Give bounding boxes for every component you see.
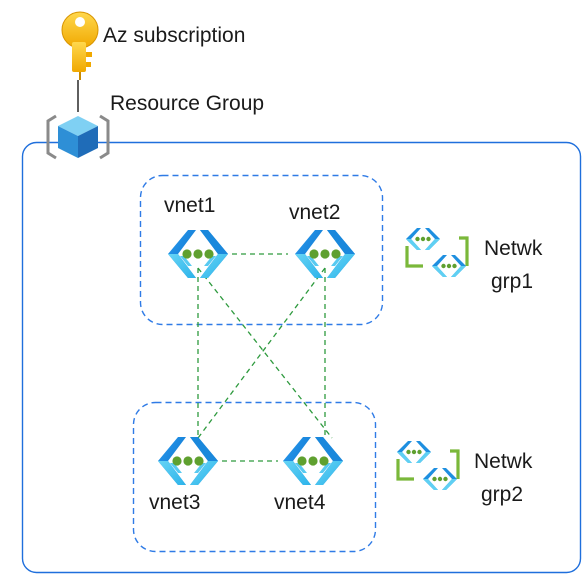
vnet1-label: vnet1	[164, 194, 216, 217]
connection-vnet1-vnet4	[197, 267, 333, 439]
vnet4-icon[interactable]	[283, 437, 343, 485]
vnet4-label: vnet4	[274, 491, 326, 514]
vnet3-label: vnet3	[149, 491, 201, 514]
resource-group-cube-icon	[46, 114, 110, 160]
network-group-2-icon	[397, 441, 458, 490]
vnet-connections	[197, 253, 333, 462]
network-group-1-label-line2: grp1	[491, 270, 534, 293]
network-group-1-label-line1: Netwk	[484, 237, 543, 260]
subscription-label: Az subscription	[103, 24, 246, 47]
network-group-2-label-line2: grp2	[481, 483, 524, 506]
vnet2-label: vnet2	[289, 201, 341, 224]
resource-group-label: Resource Group	[110, 92, 265, 115]
network-group-1-boundary	[139, 174, 384, 326]
key-icon	[61, 11, 99, 80]
network-group-1-icon	[406, 228, 467, 277]
connection-vnet2-vnet3	[197, 267, 326, 439]
network-group-2-label-line1: Netwk	[474, 450, 533, 473]
network-group-2-boundary	[132, 401, 377, 553]
resource-group-container	[21, 141, 582, 574]
vnet3-icon[interactable]	[158, 437, 218, 485]
